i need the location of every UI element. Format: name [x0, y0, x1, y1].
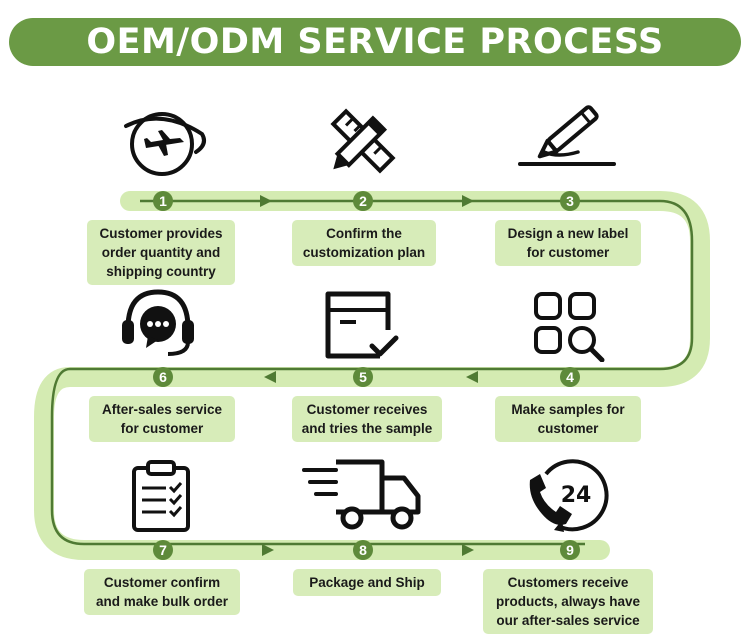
path-arrow — [462, 544, 474, 556]
page-title: OEM/ODM SERVICE PROCESS — [86, 22, 664, 62]
step-label-7: Customer confirm and make bulk order — [84, 569, 240, 615]
step-label-1: Customer provides order quantity and shi… — [87, 220, 235, 285]
step-number: 9 — [560, 540, 580, 560]
path-arrow — [264, 371, 276, 383]
step-number: 7 — [153, 540, 173, 560]
clipboard-checklist-icon — [132, 460, 190, 532]
path-track-light — [34, 191, 710, 560]
grid-search-icon — [534, 292, 605, 362]
step-number: 2 — [353, 191, 373, 211]
step-label-line: Confirm the — [326, 226, 402, 241]
step-label-line: customer — [537, 421, 599, 436]
pencil-ruler-icon — [330, 108, 396, 174]
path-arrow — [466, 371, 478, 383]
step-number: 4 — [560, 367, 580, 387]
support-hours-badge: 24 — [561, 483, 592, 508]
step-label-8: Package and Ship — [293, 569, 441, 596]
delivery-truck-icon — [302, 459, 421, 530]
step-label-line: After-sales service — [101, 402, 223, 417]
step-label-line: Customer confirm — [103, 575, 221, 590]
step-number: 8 — [353, 540, 373, 560]
step-label-line: for customer — [526, 245, 610, 260]
path-track-dark — [50, 199, 694, 546]
step-label-line: products, always have — [495, 594, 641, 609]
pen-signature-icon — [518, 105, 616, 166]
step-label-3: Design a new label for customer — [495, 220, 641, 266]
step-label-line: and tries the sample — [301, 421, 433, 436]
phone-24-icon: 24 — [529, 459, 609, 532]
step-label-line: Customers receive — [507, 575, 629, 590]
step-label-line: Design a new label — [507, 226, 629, 241]
step-label-line: our after-sales service — [496, 613, 640, 628]
step-number: 3 — [560, 191, 580, 211]
title-banner: OEM/ODM SERVICE PROCESS — [9, 18, 741, 66]
step-label-6: After-sales service for customer — [89, 396, 235, 442]
step-label-line: and make bulk order — [95, 594, 229, 609]
step-label-line: Package and Ship — [309, 575, 425, 590]
step-label-line: Make samples for — [511, 402, 625, 417]
step-label-line: Customer receives — [306, 402, 428, 417]
step-number: 5 — [353, 367, 373, 387]
step-label-4: Make samples for customer — [495, 396, 641, 442]
globe-plane-icon — [124, 112, 206, 176]
step-label-2: Confirm the customization plan — [292, 220, 436, 266]
step-number: 6 — [153, 367, 173, 387]
step-number: 1 — [153, 191, 173, 211]
step-label-5: Customer receives and tries the sample — [292, 396, 442, 442]
step-label-line: shipping country — [106, 264, 216, 279]
box-check-icon — [325, 291, 399, 359]
path-arrow — [262, 544, 274, 556]
path-arrow — [462, 195, 474, 207]
headset-chat-icon — [122, 289, 194, 356]
path-arrow — [260, 195, 272, 207]
step-label-line: Customer provides — [99, 226, 223, 241]
step-label-line: customization plan — [302, 245, 426, 260]
step-label-line: for customer — [120, 421, 204, 436]
step-label-line: order quantity and — [101, 245, 221, 260]
step-label-9: Customers receive products, always have … — [483, 569, 653, 634]
